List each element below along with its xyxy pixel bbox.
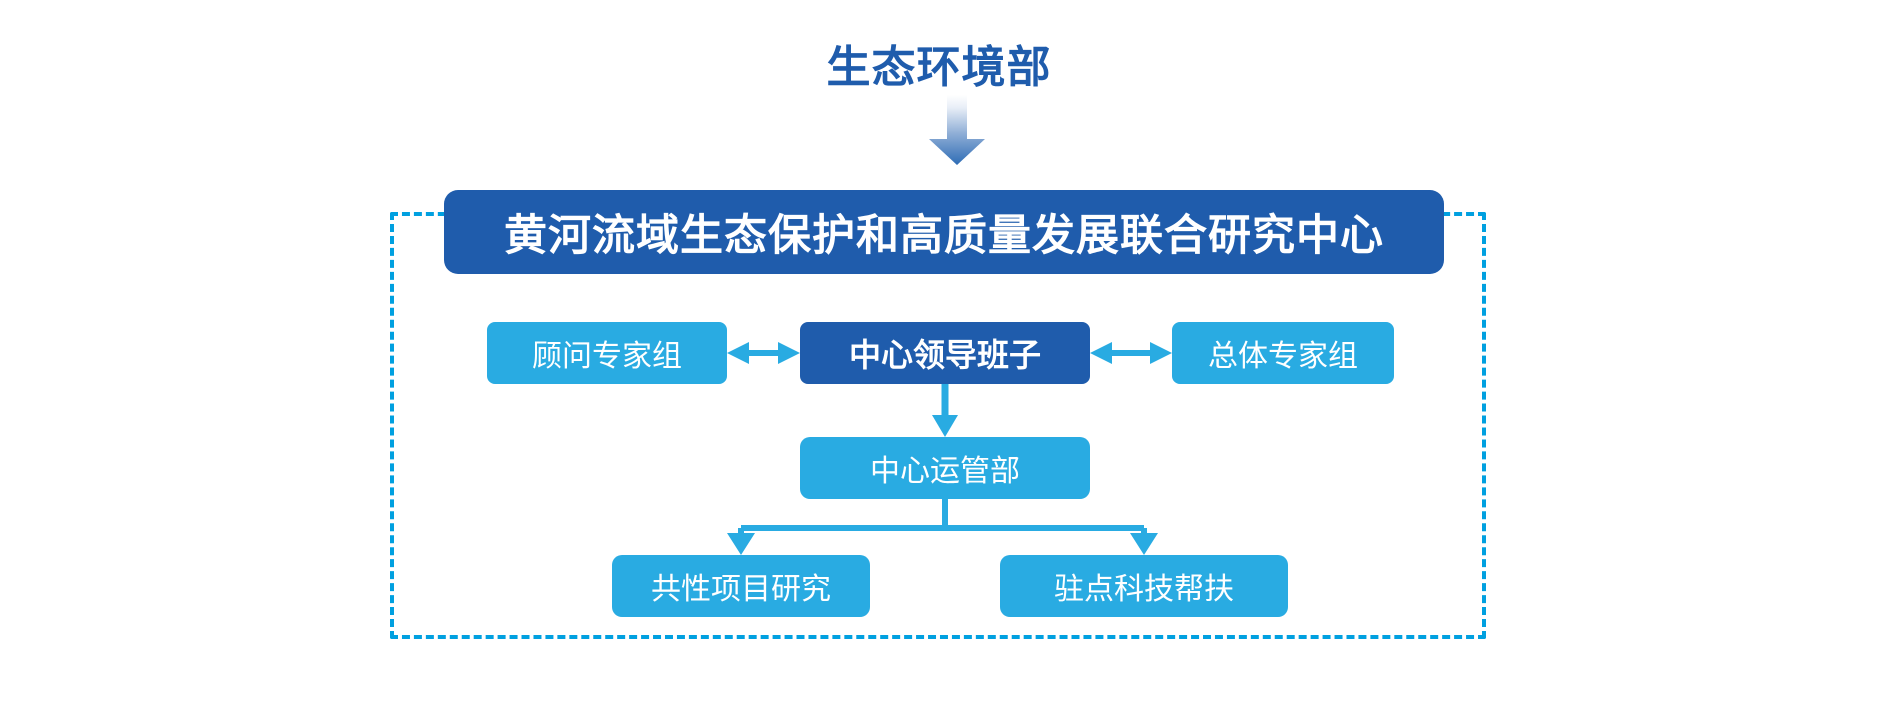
advisory-expert-group-box[interactable]: 顾问专家组 bbox=[487, 322, 727, 384]
common-project-research-box[interactable]: 共性项目研究 bbox=[612, 555, 870, 617]
center-header-box[interactable]: 黄河流域生态保护和高质量发展联合研究中心 bbox=[444, 190, 1444, 274]
ministry-to-center-arrow-icon bbox=[929, 95, 985, 165]
stationed-tech-support-box[interactable]: 驻点科技帮扶 bbox=[1000, 555, 1288, 617]
center-operations-department-box[interactable]: 中心运管部 bbox=[800, 437, 1090, 499]
ministry-title: 生态环境部 bbox=[826, 43, 1052, 92]
center-scope-dashed-frame bbox=[390, 212, 1486, 639]
general-expert-group-box[interactable]: 总体专家组 bbox=[1172, 322, 1394, 384]
center-leadership-team-box[interactable]: 中心领导班子 bbox=[800, 322, 1090, 384]
